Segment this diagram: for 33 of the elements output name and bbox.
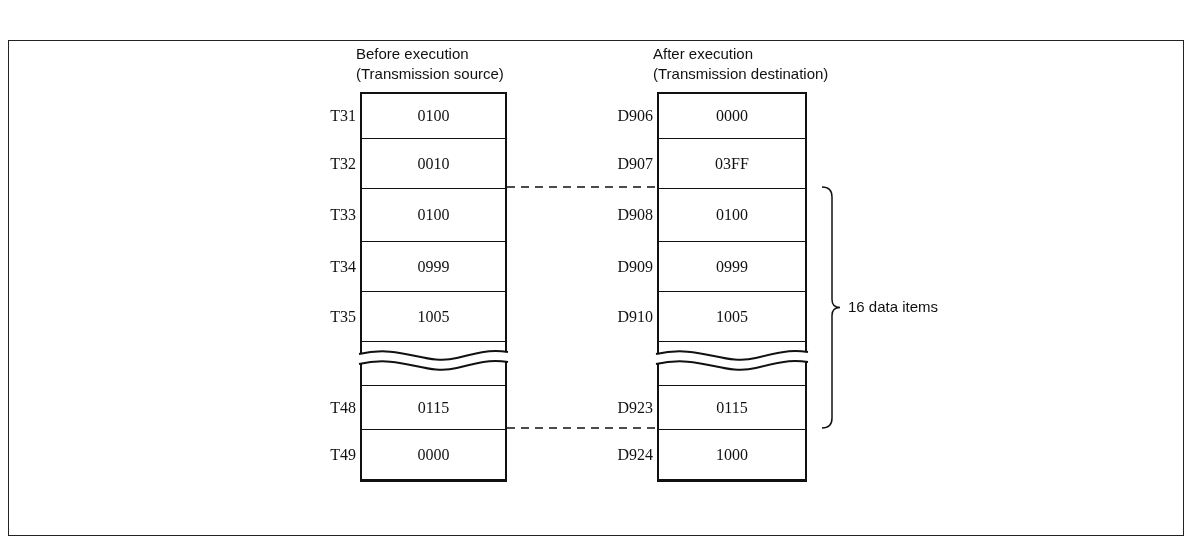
cell-value: 0000: [716, 107, 748, 125]
address-label: T49: [330, 445, 356, 464]
range-note: 16 data items: [848, 297, 939, 315]
cell-value: 0000: [417, 445, 450, 464]
cell-value: 1005: [417, 307, 450, 326]
address-label: D907: [617, 154, 653, 173]
address-label: T34: [330, 257, 356, 276]
cell-value: 0999: [716, 257, 748, 276]
address-label: T31: [330, 107, 356, 125]
cell-value: 0010: [417, 154, 450, 173]
column-heading: After execution (Transmission destination): [653, 44, 830, 84]
cell-value: 0100: [417, 107, 450, 125]
column-heading: Before execution (Transmission source): [356, 44, 505, 84]
address-label: D923: [617, 398, 653, 417]
address-label: T33: [330, 206, 356, 224]
address-label: D908: [617, 206, 653, 224]
address-label: T32: [330, 154, 356, 173]
address-label: D906: [617, 107, 653, 125]
address-label: D909: [617, 257, 653, 276]
address-label: T35: [330, 307, 356, 326]
cell-value: 0100: [417, 206, 450, 224]
address-label: D910: [617, 307, 653, 326]
address-label: T48: [330, 398, 356, 417]
dashed-guide-line: [506, 186, 658, 188]
dashed-guide-line: [506, 427, 658, 429]
cell-value: 03FF: [715, 154, 749, 173]
cell-value: 1000: [716, 445, 748, 464]
cell-value: 0999: [417, 257, 450, 276]
cell-value: 0115: [417, 398, 450, 417]
cell-value: 0115: [716, 398, 748, 417]
address-label: D924: [617, 445, 653, 464]
cell-value: 1005: [716, 307, 748, 326]
cell-value: 0100: [716, 206, 748, 224]
